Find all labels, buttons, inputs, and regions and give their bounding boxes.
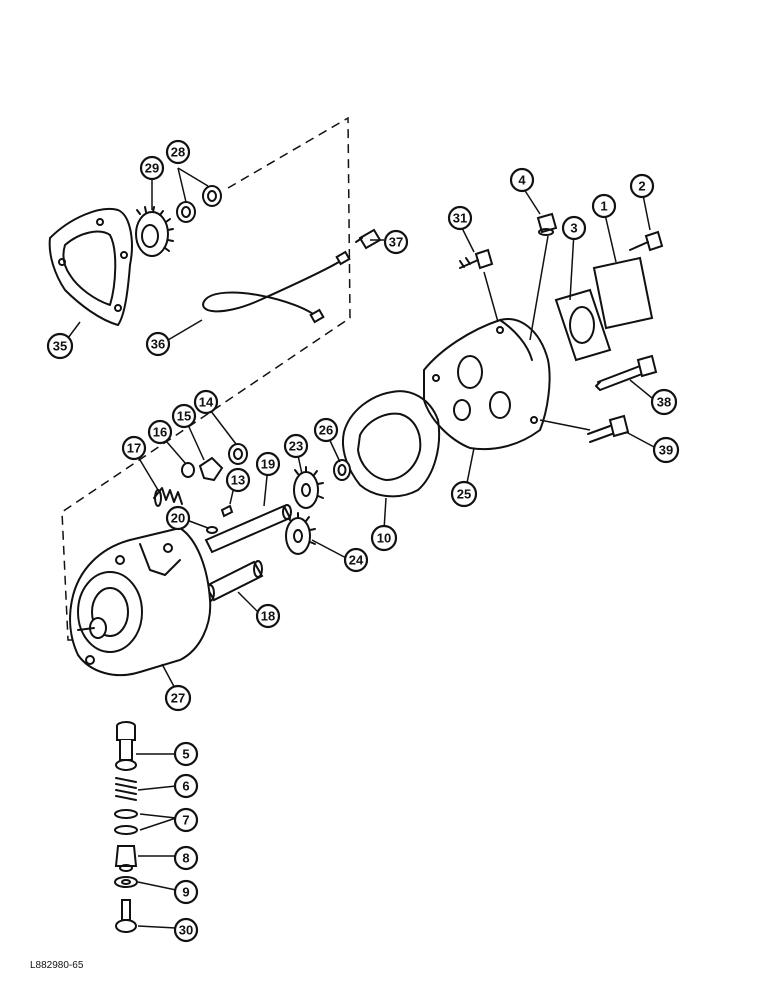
washer-9	[114, 876, 138, 888]
gasket-35	[48, 207, 133, 326]
bolt-38	[595, 354, 658, 391]
callout-13: 13	[225, 467, 251, 493]
gasket-3	[554, 288, 612, 362]
callout-label: 8	[182, 851, 189, 866]
callout-label: 29	[145, 161, 159, 176]
spring-6	[115, 777, 137, 801]
callout-label: 10	[377, 531, 391, 546]
callout-label: 18	[261, 609, 275, 624]
fitting-37	[355, 228, 382, 250]
bolt-30	[115, 899, 137, 933]
callout-label: 36	[151, 337, 165, 352]
callout-31: 31	[447, 205, 473, 231]
callout-26: 26	[313, 417, 339, 443]
callout-label: 26	[319, 423, 333, 438]
gear-29	[135, 206, 174, 257]
gasket-10	[342, 390, 441, 498]
callout-5: 5	[173, 741, 199, 767]
callout-27: 27	[164, 684, 192, 712]
callout-label: 6	[182, 779, 189, 794]
callout-19: 19	[255, 451, 281, 477]
callout-label: 17	[127, 441, 141, 456]
callout-label: 37	[389, 235, 403, 250]
callout-18: 18	[255, 603, 281, 629]
reference-code: L882980-65	[30, 960, 84, 971]
valve-5	[115, 721, 137, 771]
callout-label: 4	[518, 173, 526, 188]
shaft-19	[204, 504, 292, 554]
bolt-31	[459, 248, 494, 270]
callout-label: 23	[289, 439, 303, 454]
callout-37: 37	[383, 229, 409, 255]
callout-17: 17	[121, 435, 147, 461]
pump-body-27	[69, 526, 212, 677]
cover-plate-1	[592, 256, 654, 330]
callout-36: 36	[145, 331, 171, 357]
bolt-2	[629, 230, 664, 252]
callout-23: 23	[283, 433, 309, 459]
callout-label: 13	[231, 473, 245, 488]
callout-20: 20	[165, 505, 191, 531]
callout-1: 1	[591, 193, 617, 219]
bolt-39	[587, 414, 630, 443]
washer-16	[181, 462, 195, 478]
callout-38: 38	[650, 388, 678, 416]
callout-label: 19	[261, 457, 275, 472]
callout-24: 24	[343, 547, 369, 573]
spring-17	[153, 487, 183, 507]
callout-label: 20	[171, 511, 185, 526]
callout-label: 7	[182, 813, 189, 828]
callout-8: 8	[173, 845, 199, 871]
o-rings-7	[114, 809, 138, 835]
valve-15	[198, 456, 224, 482]
callout-label: 3	[570, 221, 577, 236]
gear-24	[285, 512, 316, 555]
callout-39: 39	[652, 436, 680, 464]
bushing-26	[333, 459, 351, 481]
callout-9: 9	[173, 879, 199, 905]
callout-label: 16	[153, 425, 167, 440]
callout-7: 7	[173, 807, 199, 833]
callout-label: 27	[171, 691, 185, 706]
callout-25: 25	[450, 480, 478, 508]
plug-4	[536, 212, 558, 236]
callout-35: 35	[46, 332, 74, 360]
plug-8	[114, 845, 138, 872]
shaft-18	[204, 560, 264, 602]
callout-29: 29	[139, 155, 165, 181]
callout-3: 3	[561, 215, 587, 241]
pin-20	[206, 526, 218, 534]
callout-label: 30	[179, 923, 193, 938]
callout-label: 24	[349, 553, 364, 568]
callout-14: 14	[193, 389, 219, 415]
callout-label: 14	[199, 395, 214, 410]
pin-13	[220, 504, 234, 518]
callout-label: 15	[177, 409, 191, 424]
callout-label: 35	[53, 339, 67, 354]
pump-cover-25	[423, 318, 551, 451]
callout-2: 2	[629, 173, 655, 199]
callout-6: 6	[173, 773, 199, 799]
callout-label: 31	[453, 211, 467, 226]
gear-23	[293, 466, 324, 509]
callout-label: 2	[638, 179, 645, 194]
callout-label: 25	[457, 487, 471, 502]
callout-label: 1	[600, 199, 607, 214]
callout-10: 10	[370, 524, 398, 552]
callout-label: 39	[659, 443, 673, 458]
callout-label: 38	[657, 395, 671, 410]
callout-label: 9	[182, 885, 189, 900]
callout-16: 16	[147, 419, 173, 445]
callout-15: 15	[171, 403, 197, 429]
callout-28: 28	[165, 139, 191, 165]
callout-label: 5	[182, 747, 189, 762]
callout-30: 30	[173, 917, 199, 943]
tube-assembly-36	[202, 250, 351, 324]
callout-4: 4	[509, 167, 535, 193]
washer-14	[228, 443, 248, 465]
callout-label: 28	[171, 145, 185, 160]
